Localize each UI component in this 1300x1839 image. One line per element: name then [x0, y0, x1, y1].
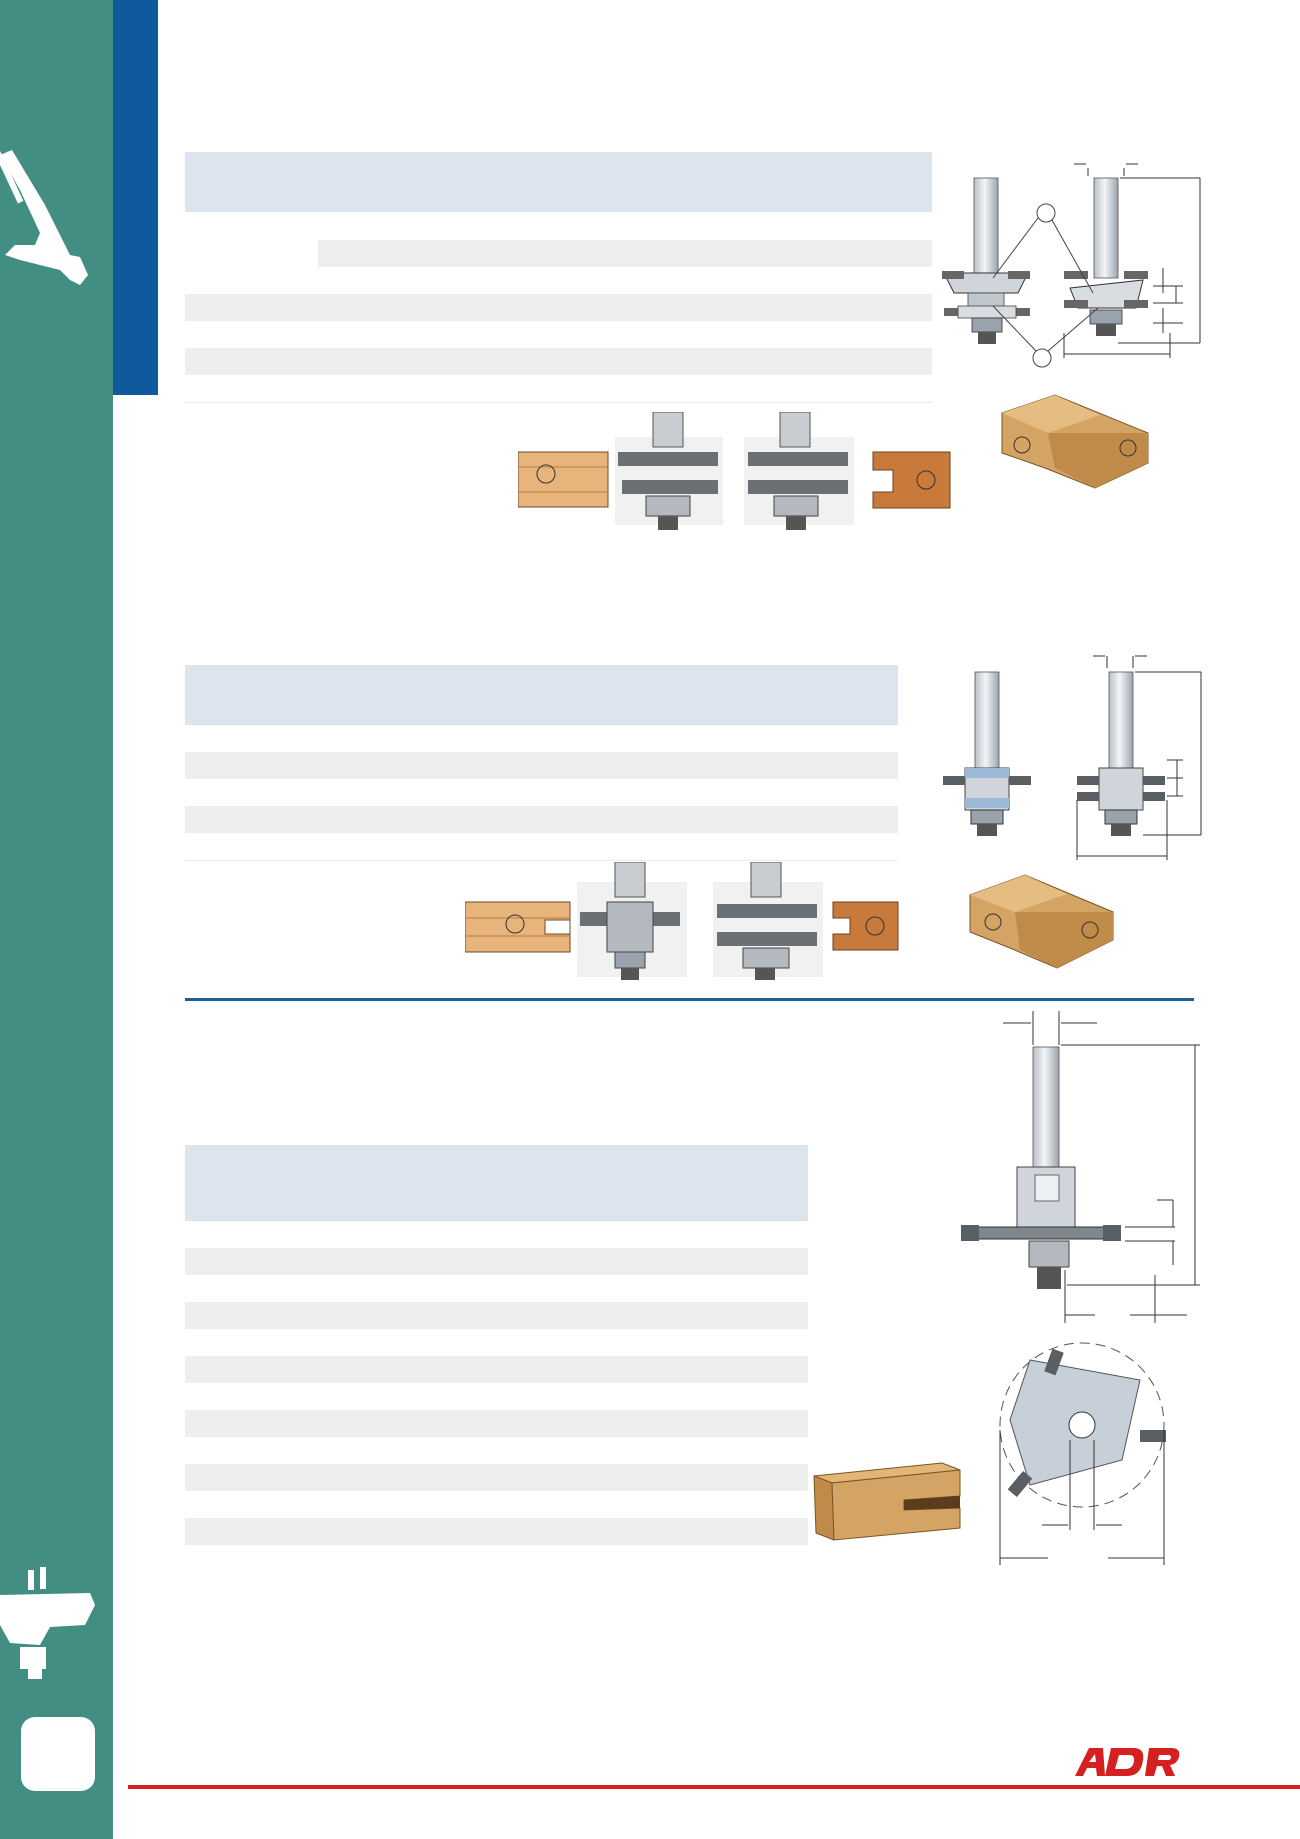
section-divider: [185, 998, 1194, 1001]
table3-row: [185, 1464, 808, 1491]
slot-cutter-drawing-icon: [961, 1011, 1200, 1323]
tongue-groove-bit-drawing-icon: [943, 655, 1202, 860]
table3-row: [185, 1248, 808, 1275]
joint-profile-drawing-icon: [518, 412, 951, 530]
table2-row: [185, 752, 898, 779]
table2-header: [185, 665, 898, 725]
wood-tongue-joint-icon: [969, 874, 1114, 969]
table1-bottom-rule: [185, 402, 932, 403]
footer-rule: [128, 1785, 1300, 1789]
slot-cutter-blade-drawing-icon: [999, 1342, 1166, 1565]
wood-corner-joint-icon: [1001, 394, 1149, 489]
page-number-badge: [21, 1717, 95, 1791]
router-bit-silhouette-icon: [0, 1567, 95, 1679]
table2-row: [185, 806, 898, 833]
table1-row: [185, 294, 932, 321]
table3-header: [185, 1145, 808, 1221]
router-bit-set-drawing-icon: [942, 163, 1201, 368]
table2-bottom-rule: [185, 860, 898, 861]
table1-subheader: [318, 240, 932, 267]
adr-logo-icon: [1075, 1748, 1180, 1776]
tongue-groove-profile-drawing-icon: [465, 862, 899, 980]
table1-header: [185, 152, 932, 212]
router-silhouette-icon: [0, 146, 88, 285]
left-rail: [0, 0, 113, 1839]
slotted-wood-drawing-icon: [813, 1462, 961, 1541]
table1-row: [185, 348, 932, 375]
section-tab: [113, 0, 158, 395]
table3-row: [185, 1518, 808, 1545]
table3-row: [185, 1302, 808, 1329]
table3-row: [185, 1410, 808, 1437]
table3-row: [185, 1356, 808, 1383]
